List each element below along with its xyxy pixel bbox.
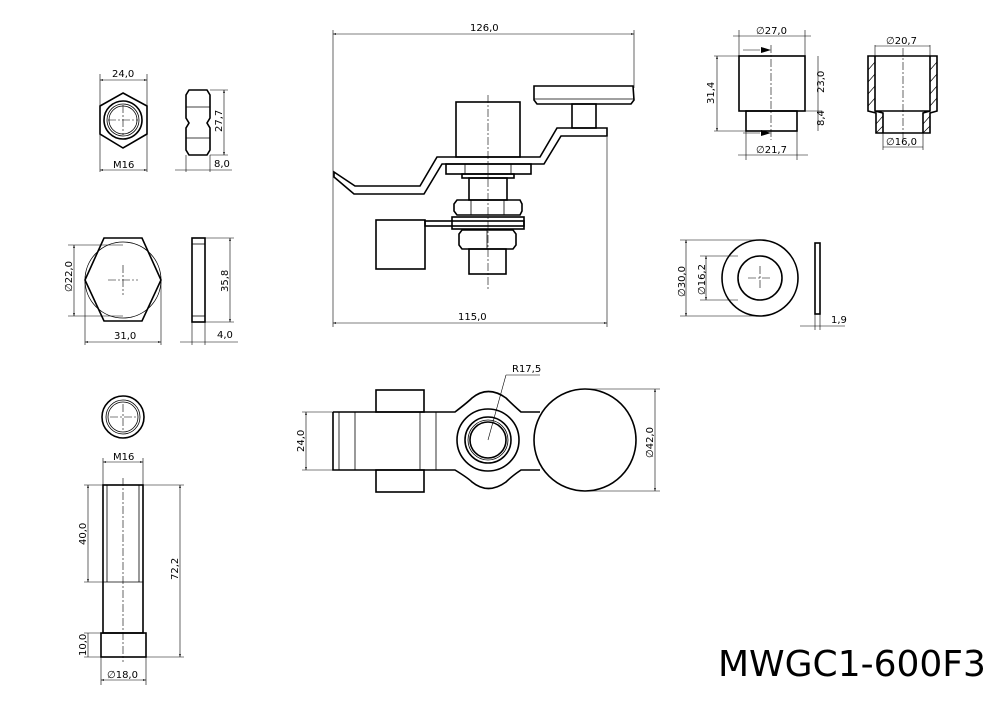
dim-label: ∅30,0 — [677, 266, 688, 297]
dim-label: ∅18,0 — [107, 670, 138, 681]
dim-label: ∅42,0 — [645, 427, 656, 458]
small-hex-nut-side: 27,7 8,0 — [175, 89, 232, 172]
dim-label: 72,2 — [170, 558, 181, 580]
assembly-side-view: 126,0 115,0 — [332, 23, 635, 327]
dim-label: 40,0 — [78, 523, 89, 545]
dim-label: R17,5 — [512, 364, 541, 375]
bushing-section: ∅20,7 ∅16,0 — [867, 36, 938, 150]
dim-label: 126,0 — [470, 23, 499, 34]
dim-label: 27,7 — [214, 110, 225, 132]
dim-label: 24,0 — [296, 430, 307, 452]
dim-label: 4,0 — [217, 330, 233, 341]
dim-label: ∅22,0 — [64, 261, 75, 292]
big-hex-nut-front: ∅22,0 31,0 — [64, 237, 162, 345]
dim-label: 24,0 — [112, 69, 134, 80]
dim-label: ∅27,0 — [756, 26, 787, 37]
dim-label: 23,0 — [816, 71, 827, 93]
dim-label: ∅21,7 — [756, 145, 787, 156]
big-washer-side: 35,8 4,0 — [180, 237, 238, 345]
dim-label: ∅16,2 — [697, 264, 708, 295]
assembly-top-view: R17,5 24,0 ∅42,0 — [296, 364, 660, 493]
dim-label: 31,4 — [706, 82, 717, 104]
small-hex-nut-front: 24,0 M16 — [99, 69, 148, 172]
dim-label: M16 — [113, 452, 134, 463]
bolt-view: M16 40,0 72,2 10,0 ∅18,0 — [78, 395, 184, 685]
dim-label: 10,0 — [78, 634, 89, 656]
dim-label: M16 — [113, 160, 134, 171]
part-number-title: MWGC1-600F3 — [718, 644, 986, 685]
bushing-view: ∅27,0 31,4 23,0 8,4 ∅21,7 — [706, 26, 827, 160]
dim-label: 1,9 — [831, 315, 847, 326]
dim-label: 8,0 — [214, 159, 230, 170]
dim-label: 35,8 — [220, 270, 231, 292]
dim-label: 31,0 — [114, 331, 136, 342]
flat-washer: ∅30,0 ∅16,2 1,9 — [677, 239, 847, 330]
dim-label: ∅16,0 — [886, 137, 917, 148]
dim-label: ∅20,7 — [886, 36, 917, 47]
dim-label: 115,0 — [458, 312, 487, 323]
dim-label: 8,4 — [816, 110, 827, 126]
